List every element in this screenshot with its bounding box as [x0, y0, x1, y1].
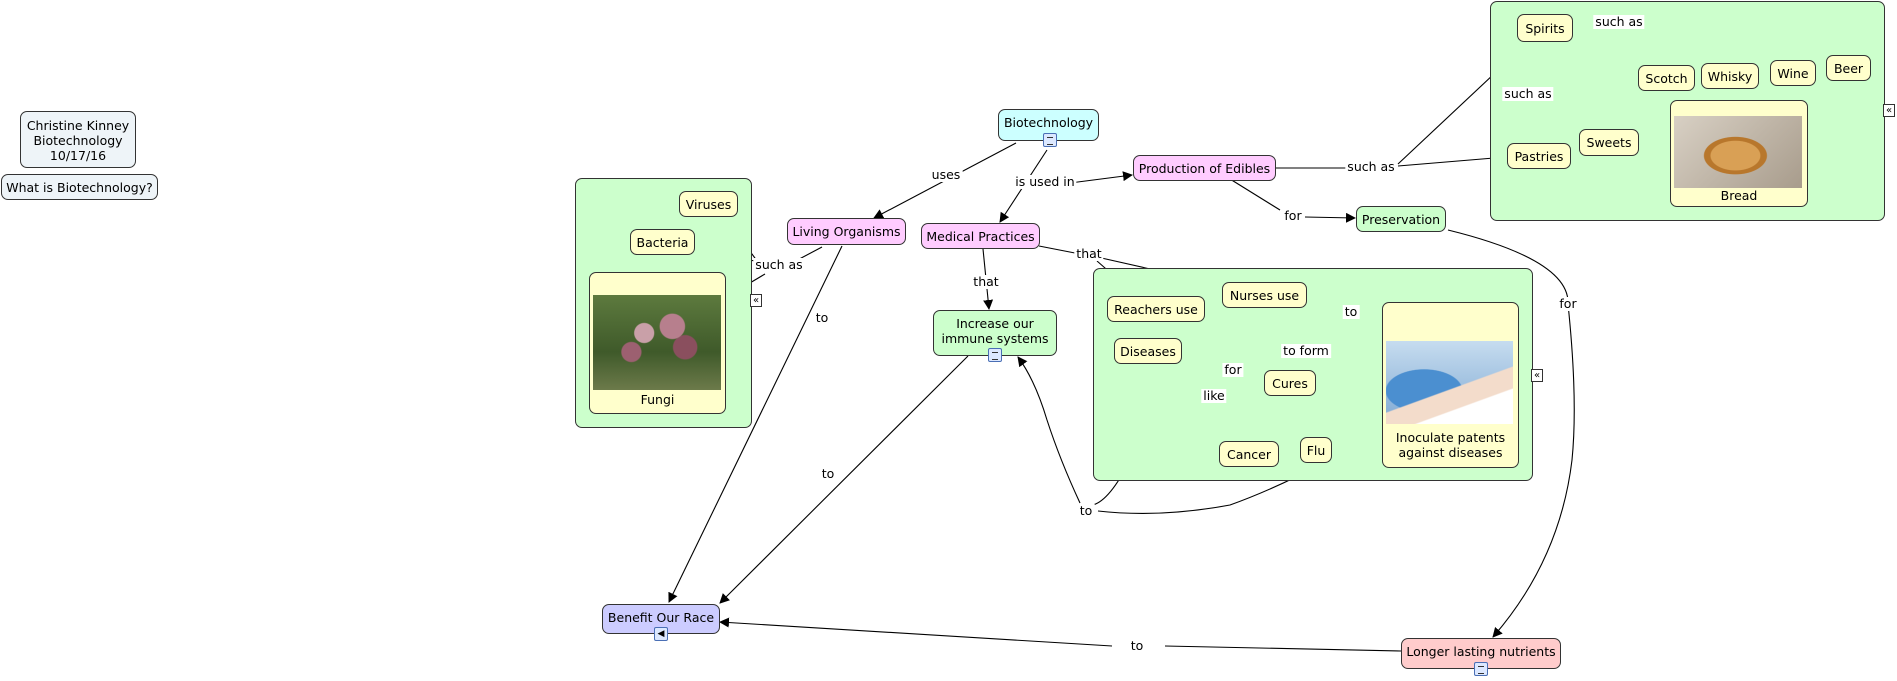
- link-label-for: for: [1282, 208, 1304, 223]
- focus-question-label: What is Biotechnology?: [6, 180, 153, 195]
- concept-label: Nurses use: [1229, 288, 1300, 303]
- author-subject: Biotechnology: [33, 133, 123, 148]
- concept-label: Benefit Our Race: [607, 610, 715, 625]
- concept-pastries[interactable]: Pastries: [1507, 143, 1571, 169]
- link-label-like: like: [1201, 388, 1227, 403]
- focus-question[interactable]: What is Biotechnology?: [1, 174, 158, 200]
- concept-whisky[interactable]: Whisky: [1701, 63, 1759, 89]
- concept-fungi[interactable]: Fungi: [589, 272, 726, 414]
- concept-label: Whisky: [1707, 69, 1753, 84]
- document-icon[interactable]: [988, 348, 1002, 362]
- concept-label: Biotechnology: [1003, 115, 1094, 130]
- link-label-to: to: [1077, 503, 1095, 518]
- concept-label: Living Organisms: [792, 224, 901, 239]
- link-label-to: to: [819, 466, 837, 481]
- concept-bread[interactable]: Bread: [1670, 100, 1808, 207]
- author-date: 10/17/16: [49, 148, 107, 163]
- link-label-for: for: [1222, 362, 1244, 377]
- concept-inoculate[interactable]: Inoculate patents against diseases: [1382, 302, 1519, 468]
- bread-image: [1674, 116, 1802, 188]
- concept-label: Spirits: [1525, 21, 1565, 36]
- concept-label-line2: against diseases: [1398, 445, 1503, 460]
- concept-label: Medical Practices: [926, 229, 1035, 244]
- concept-cures[interactable]: Cures: [1264, 370, 1316, 396]
- concept-longer-lasting-nutrients[interactable]: Longer lasting nutrients: [1401, 638, 1561, 669]
- concept-label: Bread: [1720, 188, 1758, 203]
- link-label-that: that: [971, 274, 1001, 289]
- concept-label: Pastries: [1514, 149, 1564, 164]
- concept-label-line1: Inoculate patents: [1395, 430, 1506, 445]
- concept-label: Diseases: [1120, 344, 1176, 359]
- sound-icon[interactable]: ◀: [654, 627, 668, 641]
- concept-production-of-edibles[interactable]: Production of Edibles: [1133, 155, 1276, 181]
- collapse-icon[interactable]: «: [1883, 104, 1895, 117]
- concept-spirits[interactable]: Spirits: [1517, 14, 1573, 42]
- concept-label: Cancer: [1226, 447, 1271, 462]
- concept-beer[interactable]: Beer: [1826, 55, 1871, 81]
- concept-label: Beer: [1833, 61, 1864, 76]
- link-label-to: to: [813, 310, 831, 325]
- link-label-uses: uses: [929, 167, 963, 182]
- link-label-to-form: to form: [1281, 343, 1331, 358]
- concept-living-organisms[interactable]: Living Organisms: [787, 218, 906, 245]
- link-label-such-as: such as: [1345, 159, 1397, 174]
- document-icon[interactable]: [1474, 662, 1488, 676]
- concept-nurses-use[interactable]: Nurses use: [1222, 282, 1307, 308]
- concept-diseases[interactable]: Diseases: [1114, 338, 1182, 364]
- link-label-such-as: such as: [1593, 14, 1645, 29]
- concept-label: Viruses: [685, 197, 732, 212]
- concept-preservation[interactable]: Preservation: [1356, 206, 1446, 232]
- concept-wine[interactable]: Wine: [1770, 60, 1816, 86]
- concept-label-line1: Increase our: [956, 316, 1034, 331]
- concept-viruses[interactable]: Viruses: [679, 191, 738, 217]
- author-info-box: Christine Kinney Biotechnology 10/17/16: [20, 111, 136, 168]
- concept-reachers-use[interactable]: Reachers use: [1107, 296, 1205, 322]
- link-label-that: that: [1074, 246, 1104, 261]
- concept-label: Fungi: [640, 392, 675, 407]
- concept-label: Longer lasting nutrients: [1406, 644, 1556, 659]
- concept-benefit-our-race[interactable]: Benefit Our Race: [602, 604, 720, 634]
- fungi-image: [593, 295, 721, 390]
- link-label-is-used-in: is used in: [1013, 174, 1077, 189]
- link-label-such-as: such as: [1502, 86, 1554, 101]
- inoculation-image: [1386, 341, 1513, 424]
- collapse-icon[interactable]: «: [750, 294, 762, 307]
- link-label-to: to: [1342, 304, 1360, 319]
- concept-label: Cures: [1272, 376, 1308, 391]
- concept-sweets[interactable]: Sweets: [1579, 129, 1639, 156]
- link-label-for: for: [1557, 296, 1579, 311]
- concept-label-line2: immune systems: [941, 331, 1049, 346]
- concept-label: Preservation: [1361, 212, 1441, 227]
- concept-label: Production of Edibles: [1138, 161, 1271, 176]
- concept-biotechnology[interactable]: Biotechnology: [998, 109, 1099, 141]
- concept-label: Bacteria: [636, 235, 689, 250]
- author-name: Christine Kinney: [26, 118, 130, 133]
- link-label-such-as: such as: [753, 257, 805, 272]
- concept-label: Reachers use: [1114, 302, 1198, 317]
- concept-medical-practices[interactable]: Medical Practices: [921, 223, 1040, 249]
- concept-scotch[interactable]: Scotch: [1638, 65, 1695, 91]
- concept-cancer[interactable]: Cancer: [1219, 441, 1279, 467]
- concept-label: Scotch: [1645, 71, 1688, 86]
- link-label-to: to: [1128, 638, 1146, 653]
- concept-label: Sweets: [1586, 135, 1632, 150]
- collapse-icon[interactable]: «: [1531, 369, 1543, 382]
- concept-flu[interactable]: Flu: [1300, 437, 1332, 463]
- concept-label: Wine: [1777, 66, 1809, 81]
- concept-label: Flu: [1306, 443, 1326, 458]
- document-icon[interactable]: [1043, 133, 1057, 147]
- concept-bacteria[interactable]: Bacteria: [630, 229, 695, 255]
